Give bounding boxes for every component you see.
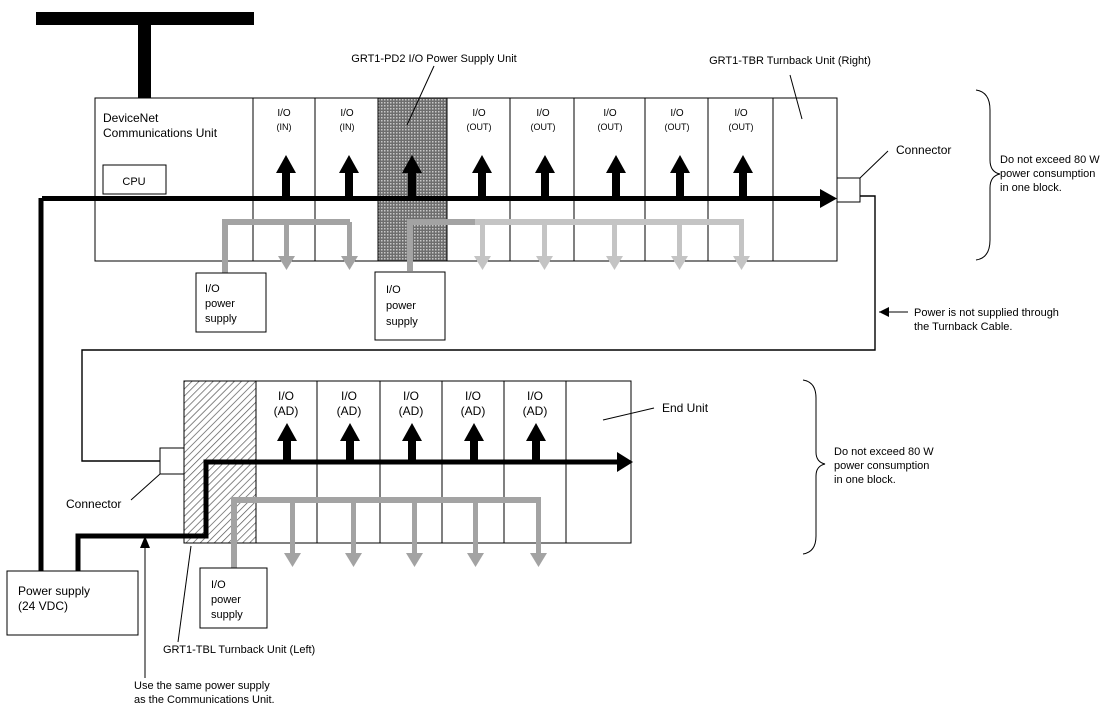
io-power-supply-1-line2: power [205, 298, 235, 310]
block-limit-top-line2: power consumption [1000, 168, 1095, 180]
io-power-supply-3-line3: supply [211, 609, 243, 621]
tbr-label: GRT1-TBR Turnback Unit (Right) [709, 55, 871, 67]
top-connector [836, 177, 861, 203]
pd2-label: GRT1-PD2 I/O Power Supply Unit [351, 53, 516, 65]
top-slice-5 [573, 97, 646, 262]
top-module-1-line2: (IN) [277, 122, 292, 132]
io-power-supply-2-line3: supply [386, 316, 418, 328]
power-supply-line2: (24 VDC) [18, 599, 68, 613]
top-block-brace [975, 89, 1001, 261]
io-power-supply-2-line1: I/O [386, 284, 401, 296]
block-limit-top-line3: in one block. [1000, 182, 1062, 194]
bottom-power-bus [75, 459, 618, 576]
bottom-module-4-line2: (AD) [461, 404, 486, 418]
turnback-note-line2: the Turnback Cable. [914, 321, 1012, 333]
tbr-turnback-unit-right [772, 97, 838, 262]
io-power-right-distribution [407, 219, 750, 271]
cpu-label: CPU [122, 176, 145, 188]
power-supply-24vdc-box [6, 570, 139, 636]
io-power-supply-box-3 [199, 567, 268, 629]
top-module-7-line2: (OUT) [729, 122, 754, 132]
io-power-supply-2-line2: power [386, 300, 416, 312]
comm-unit-label-line1: DeviceNet [103, 111, 159, 125]
io-power-supply-box-1 [195, 272, 267, 333]
top-module-2-line1: I/O [340, 108, 354, 119]
block-limit-top-line1: Do not exceed 80 W [1000, 154, 1100, 166]
bottom-module-2-line1: I/O [341, 389, 357, 403]
turnback-cable [81, 195, 876, 462]
io-power-supply-3-line1: I/O [211, 579, 226, 591]
io-power-supply-1-line1: I/O [205, 283, 220, 295]
devicenet-drop-line [138, 25, 151, 99]
top-module-6-line1: I/O [670, 108, 684, 119]
bottom-module-5-line2: (AD) [523, 404, 548, 418]
top-module-2-line2: (IN) [340, 122, 355, 132]
top-power-bus [42, 196, 822, 201]
bottom-module-4-line1: I/O [465, 389, 481, 403]
bottom-block-brace [802, 379, 826, 555]
bottom-power-bus-arrowhead [617, 452, 633, 472]
end-unit-label: End Unit [662, 401, 709, 415]
block-limit-bottom-line2: power consumption [834, 460, 929, 472]
top-block: DeviceNet Communications Unit CPU I/O (I… [42, 53, 1100, 341]
top-module-5-line2: (OUT) [598, 122, 623, 132]
top-module-1-line1: I/O [277, 108, 291, 119]
bottom-module-5-line1: I/O [527, 389, 543, 403]
top-module-6-line2: (OUT) [665, 122, 690, 132]
top-power-bus-arrowhead [820, 189, 837, 208]
block-limit-bottom-line1: Do not exceed 80 W [834, 446, 934, 458]
bottom-connector [159, 447, 185, 475]
top-module-4-line1: I/O [536, 108, 550, 119]
devicenet-trunk-line [36, 12, 254, 25]
same-supply-line1: Use the same power supply [134, 680, 270, 692]
bottom-module-3-line2: (AD) [399, 404, 424, 418]
power-supply-line1: Power supply [18, 584, 90, 598]
io-power-bottom-distribution [231, 497, 547, 573]
bottom-module-3-line1: I/O [403, 389, 419, 403]
top-module-7-line1: I/O [734, 108, 748, 119]
bottom-internal-power-arrows [277, 423, 546, 463]
io-power-left-distribution [222, 219, 358, 281]
top-module-5-line1: I/O [603, 108, 617, 119]
bottom-block: I/O (AD) I/O (AD) I/O (AD) I/O (AD) I/O … [66, 379, 934, 656]
same-supply-line2: as the Communications Unit. [134, 694, 275, 706]
connector-bottom-label: Connector [66, 497, 121, 511]
top-module-4-line2: (OUT) [531, 122, 556, 132]
io-power-supply-box-2 [374, 271, 446, 341]
comm-unit-label-line2: Communications Unit [103, 126, 218, 140]
io-power-supply-1-line3: supply [205, 313, 237, 325]
block-limit-bottom-line3: in one block. [834, 474, 896, 486]
tbl-label: GRT1-TBL Turnback Unit (Left) [163, 644, 315, 656]
bottom-module-2-line2: (AD) [337, 404, 362, 418]
cpu-box [102, 164, 167, 195]
bottom-module-1-line1: I/O [278, 389, 294, 403]
io-power-supply-3-line2: power [211, 594, 241, 606]
connector-top-label: Connector [896, 143, 951, 157]
top-module-3-line2: (OUT) [467, 122, 492, 132]
bottom-module-1-line2: (AD) [274, 404, 299, 418]
top-module-3-line1: I/O [472, 108, 486, 119]
top-internal-power-arrows [276, 155, 753, 198]
turnback-note-line1: Power is not supplied through [914, 307, 1059, 319]
